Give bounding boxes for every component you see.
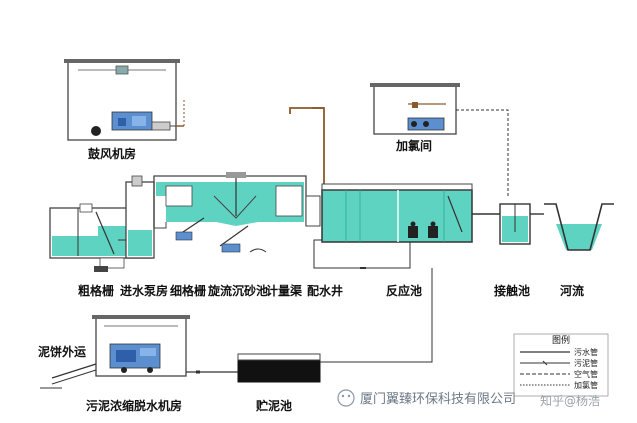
fine-screen-label: 细格栅	[170, 283, 206, 298]
legend: 图例 污水管 污泥管 空气管 加氯管	[513, 333, 609, 397]
flow-channel-label: 计量渠	[266, 283, 302, 298]
legend-title: 图例	[552, 334, 570, 346]
air-pipe	[289, 107, 325, 184]
legend-item-sewage: 污水管	[574, 347, 598, 357]
motor-icon	[91, 126, 101, 136]
legend-item-air: 空气管	[574, 369, 598, 379]
grit-equipment	[175, 217, 267, 253]
chlorination-room	[370, 83, 460, 135]
blower-room	[64, 59, 185, 141]
dewatering-room	[92, 315, 190, 377]
river-label: 河流	[559, 283, 584, 298]
chlorination-room-label: 加氯间	[395, 138, 432, 153]
legend-item-sludge: 污泥管	[574, 358, 598, 368]
grit-chamber	[153, 172, 307, 229]
mixer-icon	[408, 226, 418, 238]
reactor-label: 反应池	[386, 283, 422, 298]
contact-tank	[499, 203, 531, 245]
watermark-overlay: 知乎@杨浩	[540, 393, 600, 408]
coarse-screen-label: 粗格栅	[78, 283, 114, 298]
legend-item-chlorine: 加氯管	[574, 380, 598, 390]
watermark: 厦门翼臻环保科技有限公司 知乎@杨浩	[337, 389, 600, 408]
watermark-text: 厦门翼臻环保科技有限公司	[360, 392, 516, 407]
river	[544, 203, 614, 251]
chlorine-pipe	[456, 109, 509, 198]
grit-chamber-label: 旋流沉砂池	[207, 283, 268, 298]
sludge-tank-label: 贮泥池	[255, 398, 292, 413]
cake-out-label: 泥饼外运	[38, 344, 86, 359]
distribution-well-label: 配水井	[307, 283, 343, 298]
dewatering-room-label: 污泥浓缩脱水机房	[86, 398, 182, 413]
contact-tank-label: 接触池	[494, 283, 530, 298]
reactor	[321, 183, 473, 243]
blower-room-label: 鼓风机房	[88, 146, 136, 161]
pump-icon	[428, 226, 438, 238]
pump-room-label: 进水泵房	[120, 283, 168, 298]
wechat-icon	[337, 389, 355, 407]
sludge-tank	[237, 353, 334, 383]
